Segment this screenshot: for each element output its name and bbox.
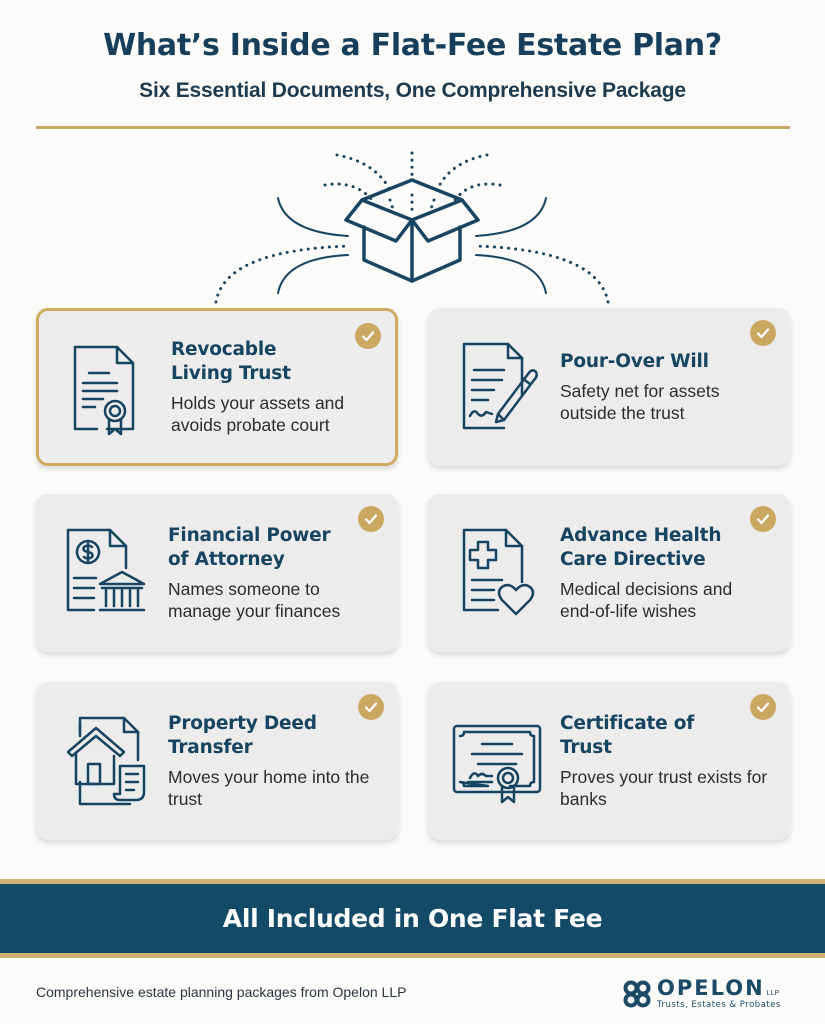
check-badge-icon <box>750 694 776 720</box>
footer-text: Comprehensive estate planning packages f… <box>36 984 407 1000</box>
document-bank-icon <box>66 528 146 612</box>
card-pour-over-will[interactable]: Pour-Over Will Safety net for assets out… <box>428 308 790 466</box>
card-description: Names someone to manage your finances <box>168 579 341 621</box>
banner-top-rule <box>0 879 825 884</box>
check-badge-icon <box>750 506 776 532</box>
check-badge-icon <box>358 694 384 720</box>
page-subtitle: Six Essential Documents, One Comprehensi… <box>139 79 686 102</box>
check-badge-icon <box>750 320 776 346</box>
page-title: What’s Inside a Flat-Fee Estate Plan? <box>103 28 722 63</box>
certificate-icon <box>452 724 542 804</box>
divider <box>36 126 790 129</box>
card-title: Pour-Over Will <box>560 351 709 372</box>
card-description: Safety net for assets outside the trust <box>560 381 720 423</box>
opelon-logo[interactable]: OPELON LLP Trusts, Estates & Probates <box>622 974 781 1014</box>
house-deed-icon <box>66 716 146 806</box>
banner: All Included in One Flat Fee <box>0 884 825 953</box>
card-description: Proves your trust exists for banks <box>560 767 768 809</box>
card-description: Medical decisions and end-of-life wishes <box>560 579 733 621</box>
check-badge-icon <box>358 506 384 532</box>
knot-logo-icon <box>623 980 651 1008</box>
document-medical-heart-icon <box>462 528 535 616</box>
logo-suffix: LLP <box>766 990 780 997</box>
card-description: Moves your home into the trust <box>168 767 370 809</box>
logo-name: OPELON <box>657 976 765 1000</box>
check-badge-icon <box>355 323 381 349</box>
document-pen-icon <box>462 342 538 430</box>
banner-bottom-rule <box>0 953 825 958</box>
document-seal-icon <box>73 345 135 436</box>
logo-tagline: Trusts, Estates & Probates <box>657 1000 781 1010</box>
open-box-icon <box>214 151 610 304</box>
card-description: Holds your assets and avoids probate cou… <box>171 393 345 435</box>
banner-text: All Included in One Flat Fee <box>222 904 603 933</box>
